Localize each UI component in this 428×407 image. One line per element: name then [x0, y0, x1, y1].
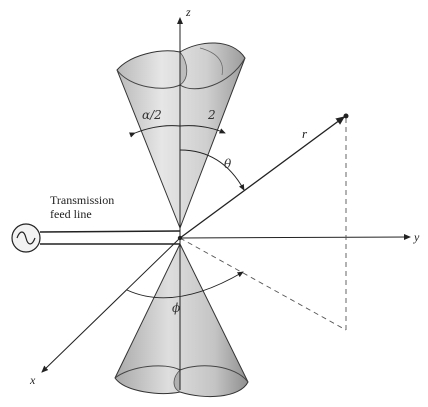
y-axis-label: y: [413, 230, 420, 244]
upper-cone: [116, 42, 246, 230]
z-axis-label: z: [185, 5, 191, 19]
theta-arc: [179, 149, 245, 191]
theta-label: θ: [224, 157, 232, 171]
r-vector: [179, 116, 346, 239]
half-angle-arc-right: [179, 125, 226, 134]
y-axis: [179, 234, 411, 241]
feed-line-label-2: feed line: [50, 207, 92, 221]
projection-xy: [179, 237, 347, 331]
x-axis-label: x: [29, 373, 36, 387]
transmission-feed-line: [39, 230, 181, 245]
half-angle-label-left: α/2: [142, 108, 162, 122]
x-axis: [41, 237, 181, 373]
phi-label: ϕ: [172, 301, 180, 315]
lower-cone: [114, 242, 249, 398]
feed-line-label-1: Transmission: [50, 193, 114, 207]
ac-source-icon: [11, 223, 41, 253]
r-vector-label: r: [302, 126, 308, 141]
field-point: [343, 113, 349, 119]
phi-arc: [126, 271, 244, 299]
half-angle-arc-left: [128, 125, 181, 138]
origin-point: [177, 235, 183, 241]
half-angle-label-right: 2: [207, 108, 216, 122]
